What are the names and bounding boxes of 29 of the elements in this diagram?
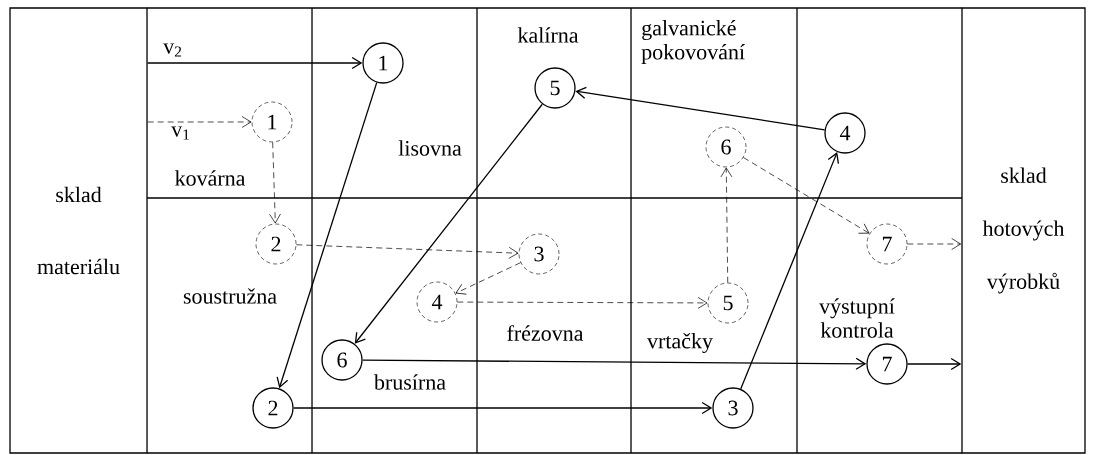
arrow (907, 357, 962, 371)
workshop-label: brusírna (373, 374, 446, 390)
arrow (455, 262, 521, 295)
workshop-label: kalírna (517, 27, 579, 43)
workshop-label: soustružna (183, 288, 277, 304)
storage-column: sklad hotových výrobků (961, 7, 1086, 454)
arrow (276, 82, 378, 389)
arrow (147, 116, 252, 128)
workshop-label: lisovna (398, 140, 462, 156)
arrow (362, 357, 867, 370)
workshop-label: vrtačky (647, 332, 713, 353)
edge-label: v$_{2}$ (163, 43, 182, 57)
arrow (293, 401, 713, 415)
storage-column: sklad materiálu (9, 7, 148, 454)
arrow (743, 157, 870, 234)
workshop-label: kovárna (175, 170, 246, 186)
workshop-label: frézovna (507, 325, 584, 341)
arrow (740, 152, 840, 390)
edge-label: v$_{1}$ (171, 126, 189, 140)
arrow (147, 56, 363, 70)
arrow (456, 297, 708, 309)
arrow (295, 244, 519, 259)
arrow (269, 141, 281, 224)
arrow (720, 167, 733, 284)
arrow (575, 86, 826, 131)
workshop-label: výstupní kontrola (819, 298, 895, 338)
arrow (354, 103, 543, 344)
workshop-label: galvanické pokovování (641, 20, 745, 64)
arrow (906, 238, 962, 250)
